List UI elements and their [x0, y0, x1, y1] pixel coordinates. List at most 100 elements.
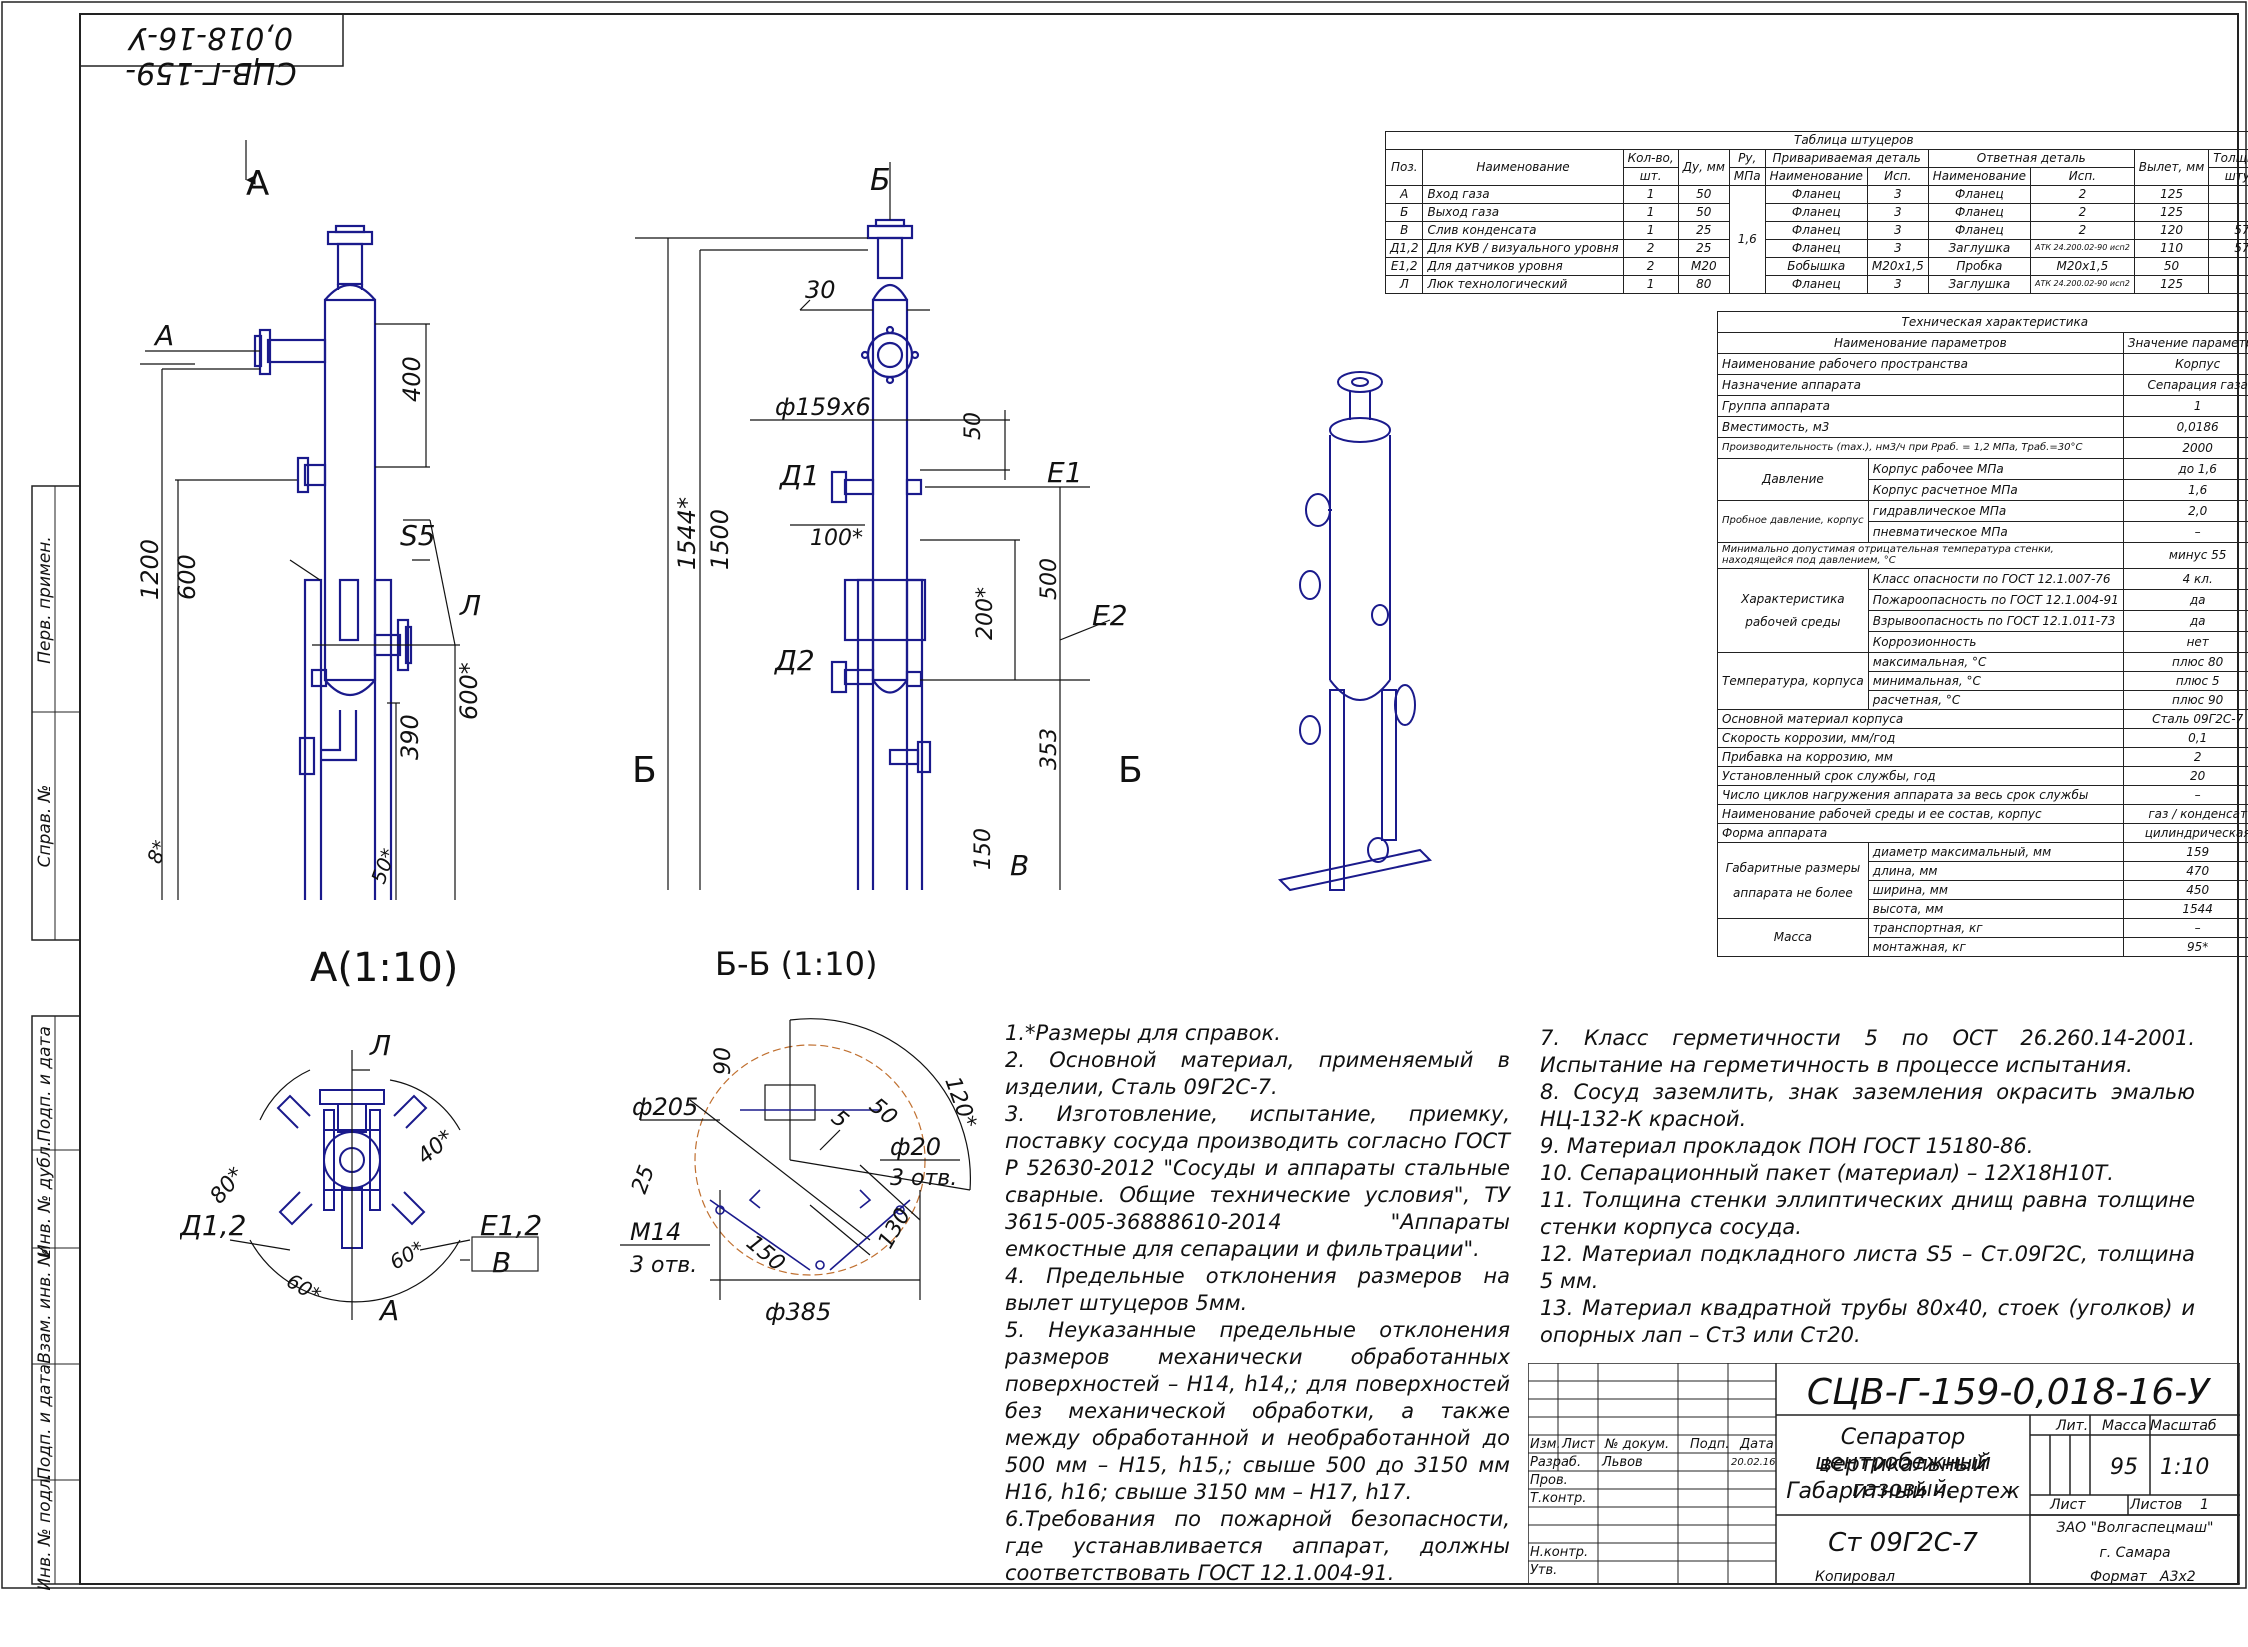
nozzle-cell: 57х5: [2209, 204, 2248, 222]
nozzle-h-wall2: штуцера, мм: [2209, 168, 2248, 186]
nozzle-cell: М20х1,5: [1867, 258, 1928, 276]
nozzle-cell: Вход газа: [1423, 186, 1623, 204]
nozzle-cell: 57х5: [2209, 186, 2248, 204]
view-a-dim-60a: 60*: [283, 1269, 326, 1308]
nozzle-h-py2: МПа: [1729, 168, 1765, 186]
title-h-izm: Изм.: [1530, 1437, 1561, 1452]
nozzle-cell: Л: [1386, 276, 1423, 294]
tech-v-p1: до 1,6: [2123, 459, 2248, 480]
note-item: 7. Класс герметичности 5 по ОСТ 26.260.1…: [1540, 1025, 2195, 1079]
tech-r-medium: Наименование рабочей среды и ее состав, …: [1718, 805, 2124, 824]
view-a-label-l: Л: [369, 1029, 391, 1062]
nozzle-cell: 125: [2134, 204, 2208, 222]
title-v-scale: 1:10: [2160, 1455, 2209, 1480]
note-item: 4. Предельные отклонения размеров на выл…: [1005, 1263, 1510, 1317]
view-bb-dim-50: 50: [864, 1093, 902, 1130]
tech-v-m2: 95*: [2123, 938, 2248, 957]
tech-v-t3: плюс 90: [2123, 691, 2248, 710]
title-v-razrab: Львов: [1602, 1455, 1643, 1470]
tech-r-allow: Прибавка на коррозию, мм: [1718, 748, 2124, 767]
nozzle-cell: 80: [1678, 276, 1729, 294]
nozzle-h-reach: Вылет, мм: [2134, 150, 2208, 186]
title-v-date: 20.02.16: [1731, 1457, 1776, 1468]
tech-v-d1: 159: [2123, 843, 2248, 862]
title-format: Формат: [2090, 1569, 2147, 1585]
view-bb-dim-385: ф385: [765, 1298, 831, 1326]
tech-v-p4: –: [2123, 522, 2248, 543]
view-bb-dim-20: ф20: [890, 1133, 941, 1161]
view2-dim-100: 100*: [810, 526, 863, 551]
nozzle-cell: 3: [1867, 204, 1928, 222]
view2-dim-150: 150: [971, 828, 996, 870]
nozzle-h-weld: Привариваемая деталь: [1765, 150, 1928, 168]
nozzle-cell: Заглушка: [1928, 276, 2030, 294]
title-r-tkontr: Т.контр.: [1530, 1491, 1586, 1506]
nozzle-cell: 1: [1623, 276, 1678, 294]
tech-g-pressure: Давление: [1718, 459, 1869, 501]
tech-v-d3: 450: [2123, 881, 2248, 900]
tech-r-e4: Коррозионность: [1868, 632, 2123, 653]
nozzle-h-isp: Исп.: [1867, 168, 1928, 186]
tech-table: Техническая характеристика Наименование …: [1717, 311, 2248, 957]
view2-dim-30: 30: [805, 276, 836, 304]
nozzle-cell: Выход газа: [1423, 204, 1623, 222]
tech-v-group: 1: [2123, 396, 2248, 417]
tech-g-test: Пробное давление, корпус: [1718, 501, 1869, 543]
nozzle-cell: 125: [2134, 276, 2208, 294]
nozzle-h-name2: Наименование: [1765, 168, 1867, 186]
tech-r-e2: Пожароопасность по ГОСТ 12.1.004-91: [1868, 590, 2123, 611]
view-a-title: А(1:10): [310, 945, 458, 991]
tech-v-t2: плюс 5: [2123, 672, 2248, 691]
tech-r-p4: пневматическое МПа: [1868, 522, 2123, 543]
tech-v-purpose: Сепарация газа: [2123, 375, 2248, 396]
view2-dim-1544: 1544*: [673, 497, 701, 570]
title-h-list: Лист: [1562, 1437, 1595, 1452]
tech-v-d2: 470: [2123, 862, 2248, 881]
view1-dim-600: 600: [173, 554, 201, 600]
nozzle-cell: 25: [1678, 222, 1729, 240]
tech-r-p3: гидравлическое МПа: [1868, 501, 2123, 522]
nozzle-cell: Фланец: [1765, 222, 1867, 240]
title-h-mass: Масса: [2102, 1418, 2147, 1434]
nozzle-cell: 50: [1678, 204, 1729, 222]
tech-v-e1: 4 кл.: [2123, 569, 2248, 590]
view1-dim-390: 390: [396, 714, 424, 760]
tech-v-mat: Сталь 09Г2С-7: [2123, 710, 2248, 729]
nozzle-cell: 2: [1623, 258, 1678, 276]
tech-title: Техническая характеристика: [1718, 312, 2248, 333]
nozzle-cell: 1: [1623, 222, 1678, 240]
title-h-scale: Масштаб: [2150, 1418, 2217, 1434]
view1-label-s5: S5: [400, 519, 436, 552]
title-r-razrab: Разраб.: [1530, 1455, 1581, 1470]
tech-g-temp: Температура, корпуса: [1718, 653, 1869, 710]
nozzle-cell: М20: [1678, 258, 1729, 276]
nozzle-table: Таблица штуцеров Поз. Наименование Кол-в…: [1385, 131, 2248, 294]
view2-dim-50: 50: [961, 412, 986, 440]
tech-r-d4: высота, мм: [1868, 900, 2123, 919]
note-item: 11. Толщина стенки эллиптических днищ ра…: [1540, 1187, 2195, 1241]
view-a-label-a: А: [378, 1294, 399, 1327]
title-h-sheets: Листов: [2130, 1497, 2182, 1513]
note-item: 2. Основной материал, применяемый в изде…: [1005, 1047, 1510, 1101]
view-a-v-box: [470, 1235, 540, 1273]
nozzle-cell: Е1,2: [1386, 258, 1423, 276]
title-org-1: ЗАО "Волгаспецмаш": [2030, 1520, 2240, 1536]
isometric-view: [1270, 360, 1470, 920]
nozzle-cell: Фланец: [1928, 222, 2030, 240]
tech-v-p3: 2,0: [2123, 501, 2248, 522]
nozzle-cell: Фланец: [1765, 276, 1867, 294]
tech-h-param: Наименование параметров: [1718, 333, 2124, 354]
tech-r-form: Форма аппарата: [1718, 824, 2124, 843]
side-label-perv: Перв. примен.: [35, 485, 55, 715]
view2-dim-1500: 1500: [706, 509, 734, 570]
tech-r-workspace: Наименование рабочего пространства: [1718, 354, 2124, 375]
rotated-stamp-code: СЦВ-Г-159-0,018-16-У: [82, 20, 340, 90]
nozzle-cell: Д1,2: [1386, 240, 1423, 258]
title-r-utv: Утв.: [1530, 1563, 1557, 1578]
view-a-drawing: Л 80* 40* Д1,2 Е1,2 В 60* 60* А: [180, 1010, 580, 1340]
title-h-sign: Подп.: [1690, 1437, 1729, 1452]
tech-v-volume: 0,0186: [2123, 417, 2248, 438]
nozzle-cell: Люк технологический: [1423, 276, 1623, 294]
title-h-sheet: Лист: [2050, 1497, 2085, 1513]
